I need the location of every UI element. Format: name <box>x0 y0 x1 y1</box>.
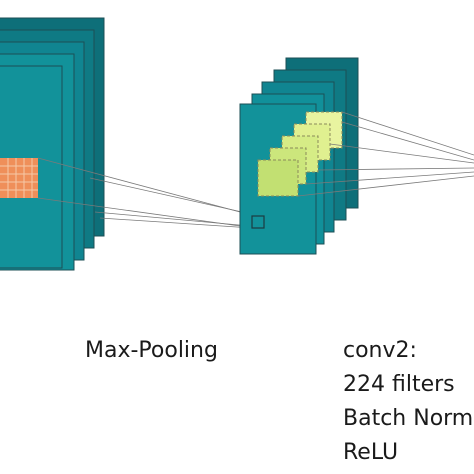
pooling-kernel-grid <box>0 158 38 198</box>
feature-map-stack-left <box>0 17 105 271</box>
conv2-activation: ReLU <box>343 440 399 465</box>
pooling-connectors <box>37 157 253 229</box>
conv2-filter-count: 224 filters <box>343 372 455 397</box>
conv2-layer-title: conv2: <box>343 338 417 363</box>
pooling-layer-label: Max-Pooling <box>85 338 218 363</box>
pooled-cell <box>251 215 265 229</box>
filter-highlight <box>257 159 299 197</box>
conv2-batch-norm: Batch Norm <box>343 406 474 431</box>
conv2-connectors <box>297 111 474 197</box>
filter-highlights <box>257 111 343 197</box>
